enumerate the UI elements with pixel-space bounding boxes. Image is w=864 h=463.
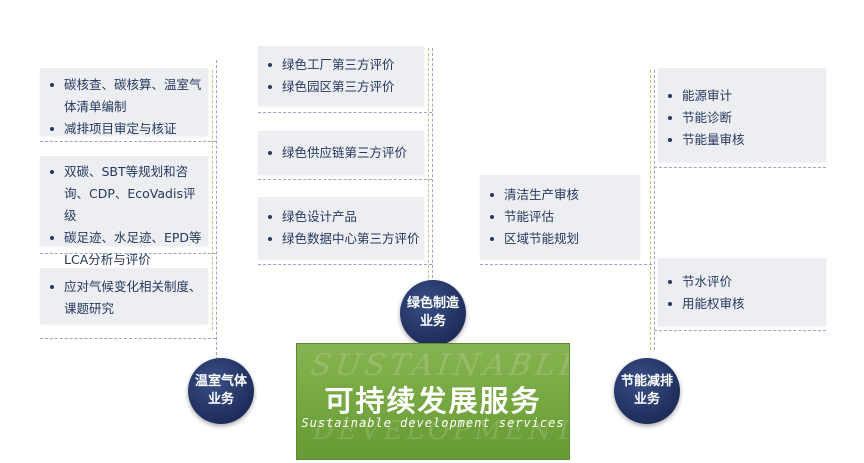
manufacturing-box-3: 绿色设计产品 绿色数据中心第三方评价 (258, 197, 424, 259)
manufacturing-category-circle: 绿色制造业务 (400, 280, 466, 346)
energy-box-2: 能源审计 节能诊断 节能量审核 (658, 68, 826, 162)
list-item: 减排项目审定与核证 (46, 118, 204, 140)
connector-line (212, 70, 213, 330)
connector-line (40, 338, 216, 339)
connector-line (258, 179, 432, 180)
connector-line (40, 253, 216, 254)
list-item: 碳足迹、水足迹、EPD等LCA分析与评价 (46, 227, 204, 271)
connector-line (432, 48, 433, 288)
connector-line (654, 70, 655, 350)
connector-line (654, 330, 826, 331)
list-item: 绿色工厂第三方评价 (264, 54, 420, 76)
connector-line (654, 167, 826, 168)
energy-category-circle: 节能减排业务 (614, 358, 680, 424)
list-item: 绿色数据中心第三方评价 (264, 228, 420, 250)
list-item: 节水评价 (664, 271, 822, 293)
manufacturing-box-2: 绿色供应链第三方评价 (258, 131, 424, 175)
list-item: 应对气候变化相关制度、课题研究 (46, 276, 204, 320)
connector-line (480, 264, 652, 265)
list-item: 绿色供应链第三方评价 (264, 142, 420, 164)
category-label: 温室气体业务 (195, 374, 248, 407)
connector-line (258, 264, 432, 265)
category-label: 绿色制造业务 (407, 296, 460, 329)
connector-line (258, 112, 432, 113)
connector-line (40, 141, 216, 142)
greenhouse-box-1: 碳核查、碳核算、温室气体清单编制 减排项目审定与核证 (40, 68, 208, 136)
page-title: 可持续发展服务 (324, 384, 542, 418)
list-item: 节能诊断 (664, 107, 822, 129)
list-item: 能源审计 (664, 85, 822, 107)
category-label: 节能减排业务 (621, 374, 674, 407)
watermark-text: DEVELOPMENT (313, 416, 570, 446)
greenhouse-category-circle: 温室气体业务 (188, 358, 254, 424)
list-item: 节能评估 (486, 206, 636, 228)
greenhouse-box-3: 应对气候变化相关制度、课题研究 (40, 268, 208, 324)
connector-line (650, 70, 651, 350)
connector-line (428, 48, 429, 288)
greenhouse-box-2: 双碳、SBT等规划和咨询、CDP、EcoVadis评级 碳足迹、水足迹、EPD等… (40, 156, 208, 267)
center-title-box: SUSTAINABLE DEVELOPMENT 可持续发展服务 Sustaina… (296, 343, 570, 460)
list-item: 清洁生产审核 (486, 184, 636, 206)
list-item: 区域节能规划 (486, 228, 636, 250)
energy-box-1: 清洁生产审核 节能评估 区域节能规划 (480, 175, 640, 259)
list-item: 节能量审核 (664, 129, 822, 151)
list-item: 用能权审核 (664, 293, 822, 315)
list-item: 绿色设计产品 (264, 206, 420, 228)
energy-box-3: 节水评价 用能权审核 (658, 258, 826, 326)
connector-line (216, 60, 217, 360)
list-item: 碳核查、碳核算、温室气体清单编制 (46, 74, 204, 118)
list-item: 双碳、SBT等规划和咨询、CDP、EcoVadis评级 (46, 161, 204, 227)
manufacturing-box-1: 绿色工厂第三方评价 绿色园区第三方评价 (258, 46, 424, 106)
list-item: 绿色园区第三方评价 (264, 76, 420, 98)
page-subtitle: Sustainable development services (301, 416, 565, 430)
